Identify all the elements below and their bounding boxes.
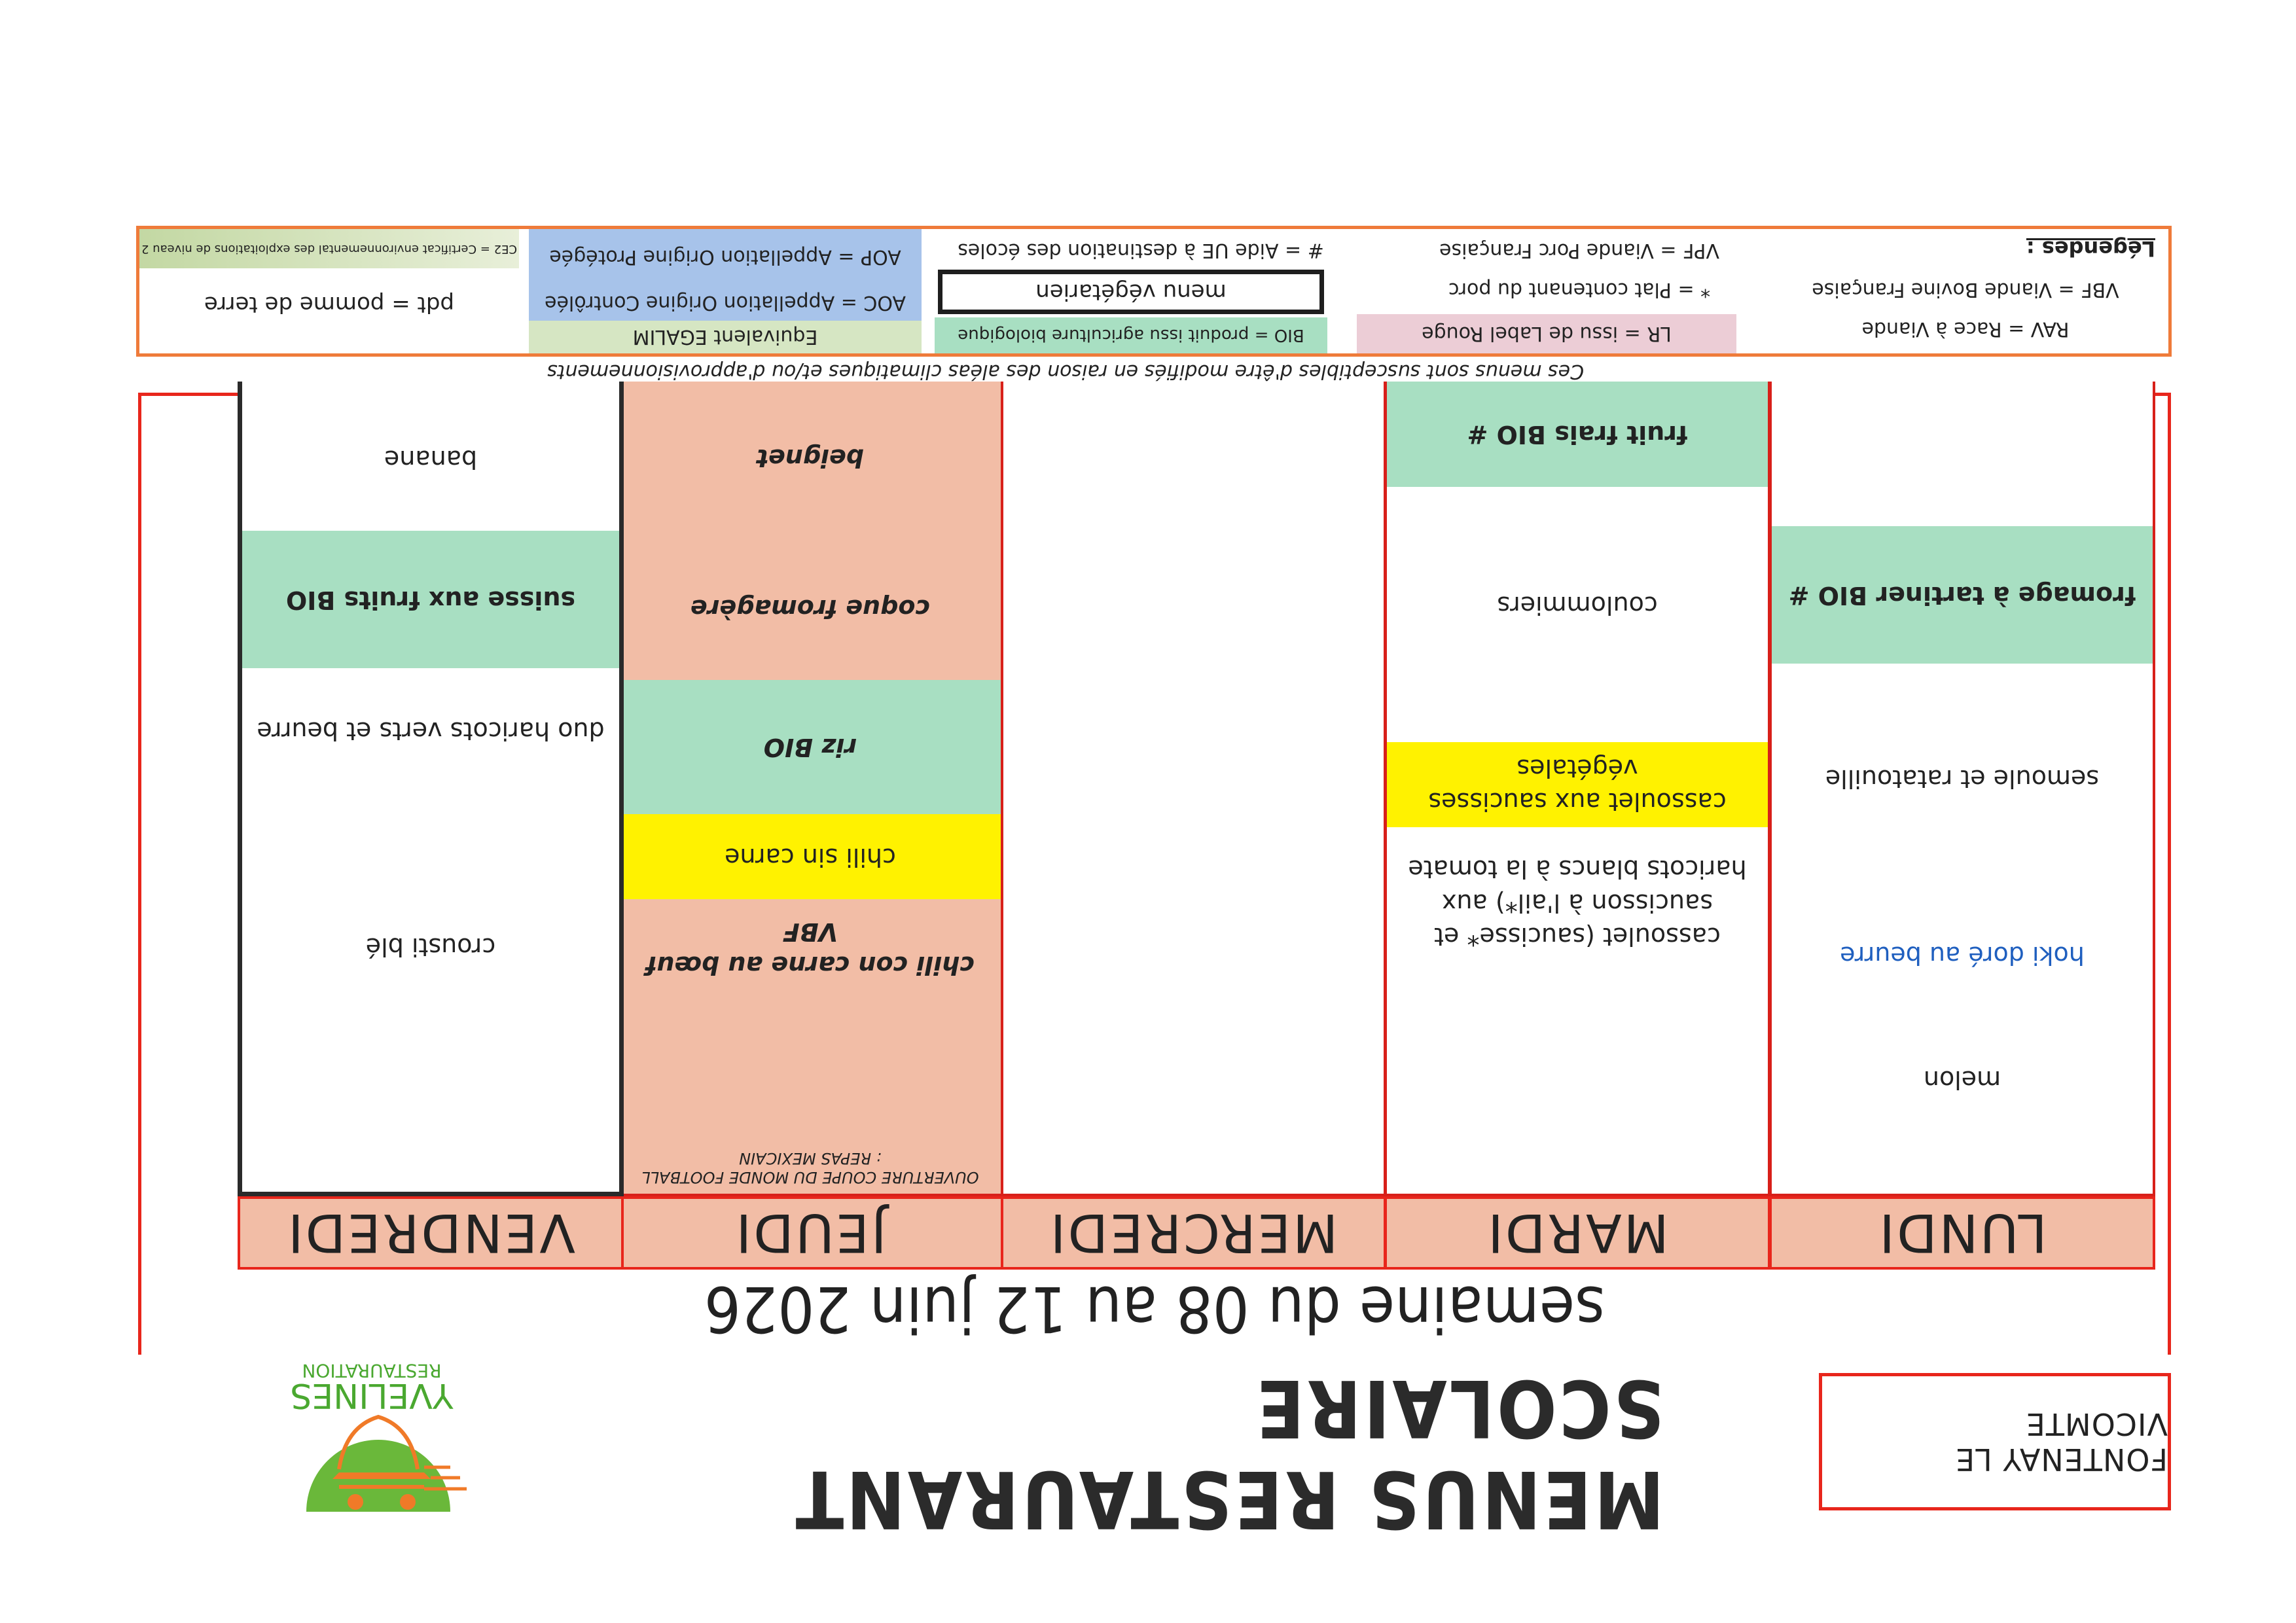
legend-vegetarian: menu végétarien xyxy=(938,270,1324,314)
site-name-box: FONTENAY LE VICOMTE xyxy=(1819,1373,2171,1510)
legend-ce2: CE2 = Certificat environnemental des exp… xyxy=(139,229,519,268)
menu-item: crousti blé xyxy=(365,932,496,961)
menu-item: coulommiers xyxy=(1497,590,1658,620)
menu-item: banane xyxy=(384,444,478,474)
site-name: FONTENAY LE VICOMTE xyxy=(1955,1406,2168,1477)
menu-item: melon xyxy=(1923,1065,2001,1094)
serving-tray-logo-icon: YVELINES RESTAURATION xyxy=(290,1360,467,1512)
logo: YVELINES RESTAURATION xyxy=(274,1360,470,1525)
week-title: semaine du 08 au 12 juin 2026 xyxy=(704,1272,1605,1346)
menu-item: cassoulet (saucisse* et saucisson à l'ai… xyxy=(1408,855,1747,951)
legend-pdt: pdt = pomme de terre xyxy=(204,291,455,317)
legend-lr: LR = issu de Label Rouge xyxy=(1357,314,1736,353)
legend-pork: * = Plat contenant du porc xyxy=(1448,278,1711,301)
legend-title: Légendes : xyxy=(2026,236,2155,261)
menu-item: chili con carne au bœuf VBF xyxy=(645,918,975,980)
legend-egalim: Equivalent EGALIM xyxy=(529,321,922,353)
day-column-jeudi: JEUDI OUVERTURE COUPE DU MONDE FOOTBALL … xyxy=(617,382,1003,1270)
logo-line1: YVELINES xyxy=(290,1376,454,1415)
day-header-jeudi: JEUDI xyxy=(617,1196,1003,1270)
menu-item-bio: suisse aux fruits BIO xyxy=(242,531,619,668)
day-header-mercredi: MERCREDI xyxy=(1000,1196,1386,1270)
day-header-lundi: LUNDI xyxy=(1769,1196,2155,1270)
legend-vpf: VPF = Viande Porc Française xyxy=(1439,239,1719,262)
legend-rav: RAV = Race à Viande xyxy=(1861,317,2070,340)
menu-item-bio: riz BIO xyxy=(620,680,1001,814)
legend-box: Légendes : VBF = Viande Bovine Française… xyxy=(136,226,2172,357)
menu-item: duo haricots verts et beurre xyxy=(257,716,605,745)
logo-line2: RESTAURATION xyxy=(302,1361,441,1382)
menu-item: semoule et ratatouille xyxy=(1825,764,2100,793)
day-column-mardi: MARDI cassoulet (saucisse* et saucisson … xyxy=(1384,382,1770,1270)
legend-aop: AOP = Appellation Origine Protégée xyxy=(529,229,922,285)
day-body-mercredi xyxy=(1000,382,1386,1196)
day-body-lundi: melon hoki doré au beurre semoule et rat… xyxy=(1769,382,2155,1196)
menu-item-bio: fromage à tartiner BIO # xyxy=(1772,526,2153,664)
menu-item-vegetarian: chili sin carne xyxy=(620,814,1001,899)
disclaimer: Ces menus sont susceptibles d'être modif… xyxy=(547,360,1585,383)
menu-item-vegetarian: cassoulet aux saucisses végétales xyxy=(1387,742,1768,827)
day-column-vendredi: VENDREDI crousti blé duo haricots verts … xyxy=(238,382,624,1270)
day-header-vendredi: VENDREDI xyxy=(238,1196,624,1270)
day-body-mardi: cassoulet (saucisse* et saucisson à l'ai… xyxy=(1384,382,1770,1196)
day-column-lundi: LUNDI melon hoki doré au beurre semoule … xyxy=(1769,382,2155,1270)
theme-note: OUVERTURE COUPE DU MONDE FOOTBALL : REPA… xyxy=(641,1149,979,1186)
day-body-vendredi: crousti blé duo haricots verts et beurre… xyxy=(238,382,624,1196)
legend-aoc: AOC = Appellation Origine Contrôlée xyxy=(529,285,922,321)
menu-item-bio: fruit frais BIO # xyxy=(1387,382,1768,487)
menu-item: beignet xyxy=(756,443,865,473)
menu-item: hoki doré au beurre xyxy=(1840,940,2085,970)
legend-vbf: VBF = Viande Bovine Française xyxy=(1812,278,2119,301)
day-body-jeudi: OUVERTURE COUPE DU MONDE FOOTBALL : REPA… xyxy=(617,382,1003,1196)
page-title: MENUS RESTAURANT SCOLAIRE xyxy=(793,1362,1664,1544)
legend-ue: # = Aide UE à destination des écoles xyxy=(958,239,1324,262)
legend-bio: BIO = produit issu agriculture biologiqu… xyxy=(935,317,1327,353)
day-header-mardi: MARDI xyxy=(1384,1196,1770,1270)
day-column-mercredi: MERCREDI xyxy=(1000,382,1386,1270)
menu-item: coque fromagère xyxy=(691,594,930,623)
